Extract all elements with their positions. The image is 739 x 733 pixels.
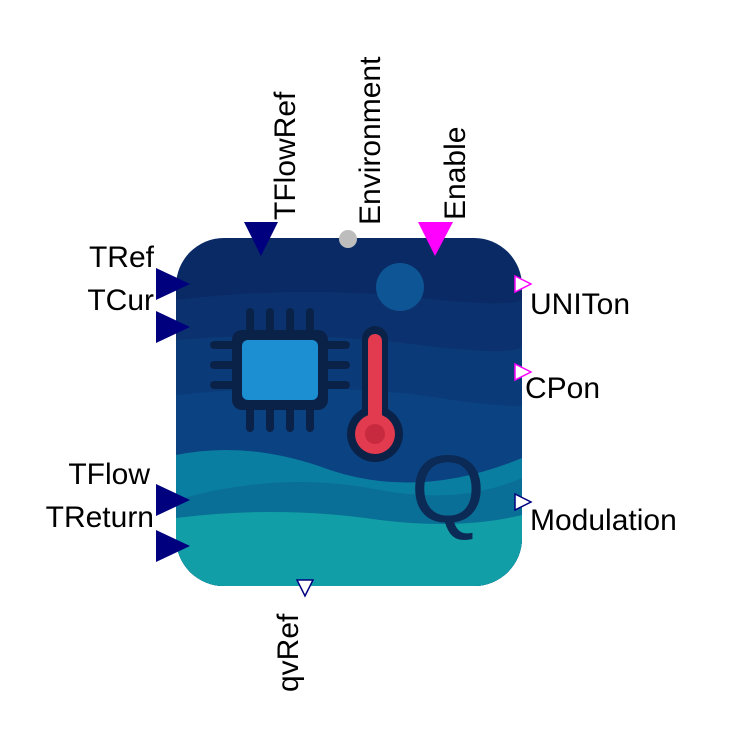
label-tcur: TCur <box>87 284 154 317</box>
output-port-uniton[interactable] <box>514 274 533 294</box>
input-port-enable[interactable] <box>418 222 453 256</box>
label-enable: Enable <box>439 127 472 220</box>
label-cpon: CPon <box>525 372 600 405</box>
block-wave-teal <box>176 511 522 586</box>
controller-block[interactable]: Q <box>176 238 531 586</box>
moon-icon <box>376 263 424 311</box>
output-port-cpon[interactable] <box>514 362 533 382</box>
thermometer-icon <box>347 326 403 462</box>
label-tflow: TFlow <box>68 458 150 491</box>
input-port-tflow[interactable] <box>156 484 190 516</box>
environment-port[interactable] <box>339 230 357 248</box>
label-tflowref: TFlowRef <box>269 91 302 220</box>
label-tref: TRef <box>89 241 155 274</box>
label-modulation: Modulation <box>530 504 677 537</box>
input-port-tflowref[interactable] <box>244 222 278 256</box>
label-qvref: qvRef <box>272 613 305 692</box>
cpu-chip-icon <box>210 308 350 432</box>
input-port-treturn[interactable] <box>156 530 190 562</box>
output-port-modulation[interactable] <box>514 492 533 512</box>
letter-q-symbol: Q <box>411 436 486 543</box>
input-port-qvref[interactable] <box>295 579 315 598</box>
label-treturn: TReturn <box>46 501 154 534</box>
label-uniton: UNITon <box>530 288 630 321</box>
label-environment: Environment <box>354 56 387 225</box>
input-port-tcur[interactable] <box>156 311 190 343</box>
input-port-tref[interactable] <box>156 268 190 300</box>
